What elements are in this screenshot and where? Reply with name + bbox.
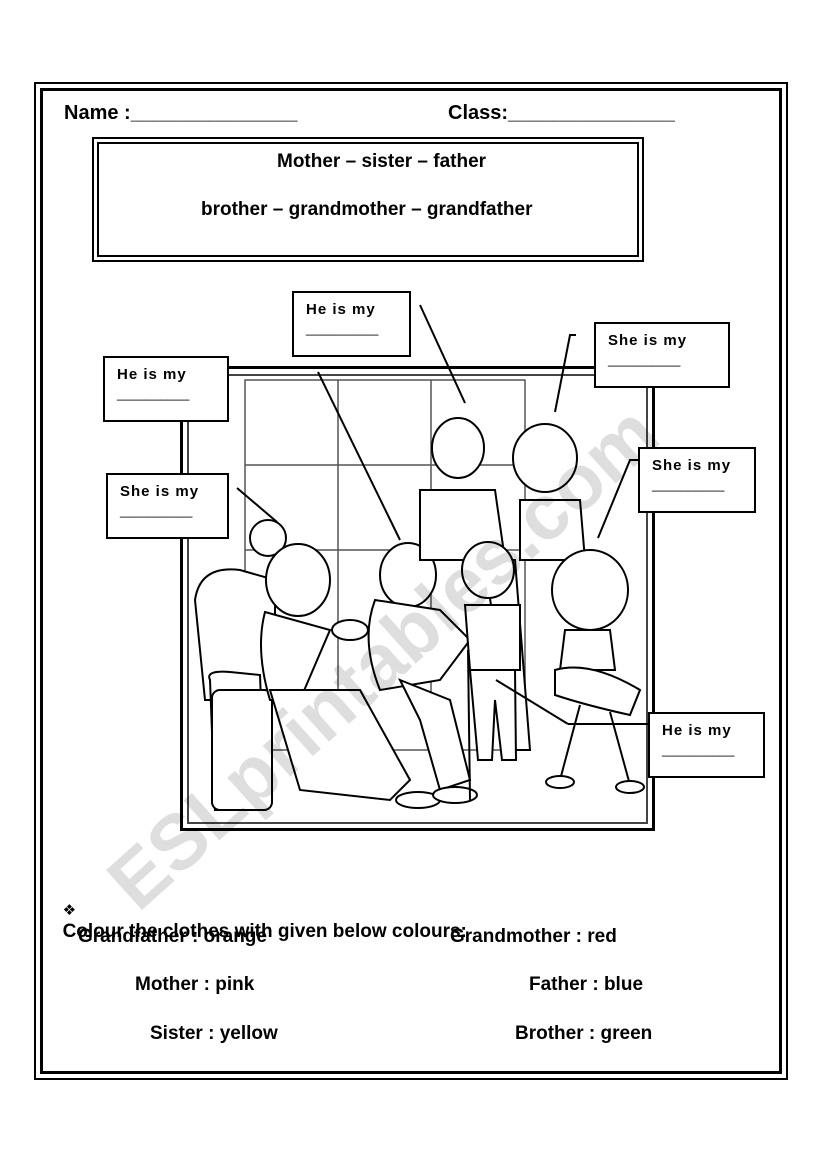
word-bank-box (92, 137, 644, 262)
family-picture-inner-frame (187, 374, 648, 824)
label-4-blank[interactable]: __________ (120, 503, 193, 518)
label-box-5: She is my __________ (638, 447, 756, 513)
colour-brother: Brother : green (515, 1023, 653, 1044)
label-5-text: She is my (652, 457, 732, 474)
sister-figure (545, 549, 645, 794)
name-field[interactable]: Name :_______________ (64, 102, 298, 124)
label-2-blank[interactable]: __________ (117, 386, 190, 401)
page-border-outer (34, 82, 788, 1080)
colour-grandfather: Grandfather : orange (78, 926, 267, 947)
mother-figure (512, 423, 587, 561)
pointer-lines (236, 304, 648, 725)
label-box-3: She is my __________ (594, 322, 730, 388)
diamond-bullet-icon: ❖ (62, 902, 77, 919)
label-box-1: He is my __________ (292, 291, 411, 357)
colour-father: Father : blue (529, 974, 644, 995)
colour-mother: Mother : pink (135, 974, 255, 995)
label-1-text: He is my (306, 301, 376, 318)
instruction-text: Colour the clothes with given below colo… (62, 921, 467, 942)
grandfather-figure (367, 542, 478, 804)
label-3-text: She is my (608, 332, 688, 349)
label-box-4: She is my __________ (106, 473, 229, 539)
label-2-text: He is my (117, 366, 187, 383)
word-bank-inner-border (97, 142, 639, 257)
label-box-2: He is my __________ (103, 356, 229, 422)
armchair (193, 568, 276, 811)
label-box-6: He is my __________ (648, 712, 765, 778)
instruction: ❖ Colour the clothes with given below co… (52, 877, 467, 943)
label-3-blank[interactable]: __________ (608, 352, 681, 367)
grandmother-figure (249, 519, 441, 809)
label-1-blank[interactable]: __________ (306, 321, 379, 336)
class-field[interactable]: Class:_______________ (448, 102, 675, 124)
label-6-blank[interactable]: __________ (662, 742, 735, 757)
label-6-text: He is my (662, 722, 732, 739)
colour-grandmother: Grandmother : red (450, 926, 617, 947)
label-4-text: She is my (120, 483, 200, 500)
brother-figure (461, 541, 521, 761)
page-border-inner (40, 88, 782, 1074)
colour-sister: Sister : yellow (150, 1023, 278, 1044)
label-5-blank[interactable]: __________ (652, 477, 725, 492)
word-bank-line-1: Mother – sister – father (277, 151, 487, 172)
word-bank-line-2: brother – grandmother – grandfather (201, 199, 533, 220)
